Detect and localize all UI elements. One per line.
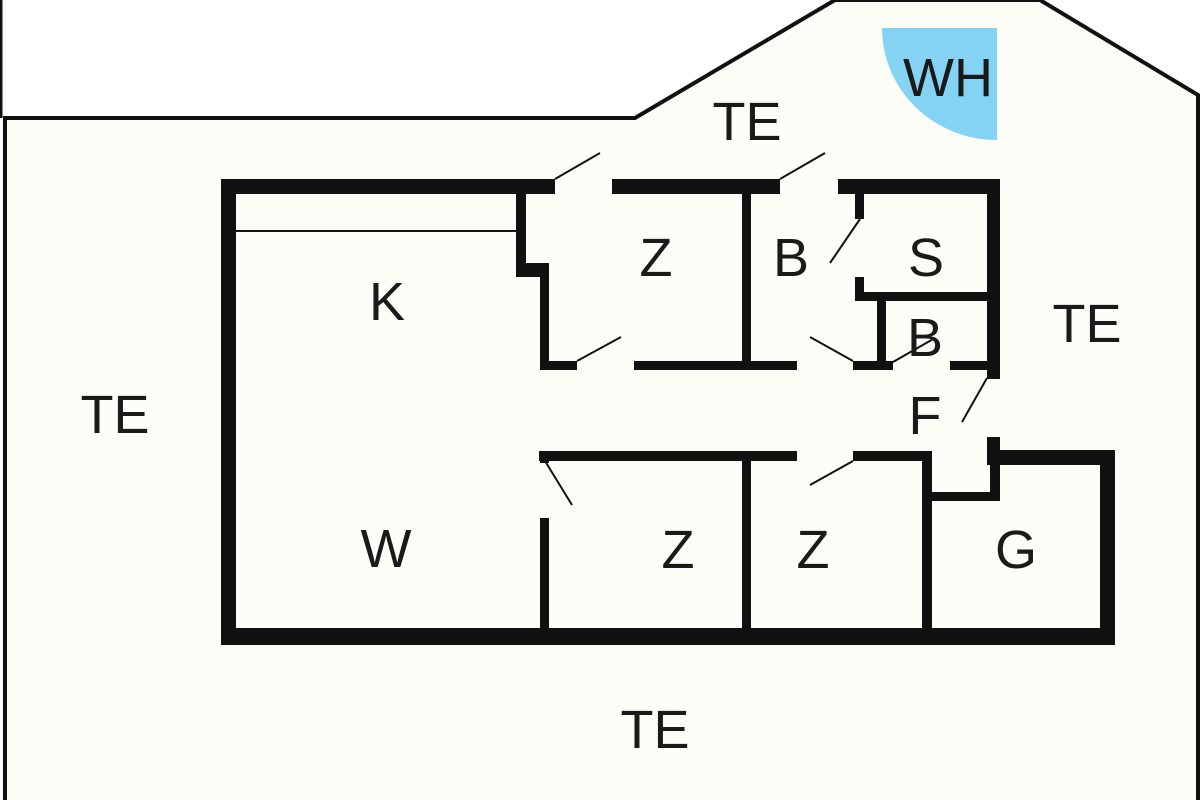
label-bathroom-small: B	[907, 308, 943, 368]
door	[892, 337, 936, 363]
wall	[221, 179, 236, 645]
wall	[221, 628, 1115, 645]
label-terrace-bottom: TE	[620, 700, 689, 760]
wall	[540, 451, 549, 463]
wall	[634, 361, 797, 370]
wall	[922, 492, 1000, 501]
wall	[877, 292, 886, 370]
wall	[838, 179, 1000, 194]
wall	[853, 361, 893, 370]
wall	[540, 518, 549, 629]
wall	[987, 179, 1000, 379]
label-bathroom-top: B	[773, 228, 809, 288]
wall	[516, 193, 526, 277]
whirlpool-area	[882, 28, 997, 140]
lot-boundary	[3, 0, 1200, 800]
wall	[742, 461, 751, 629]
label-terrace-right: TE	[1052, 294, 1121, 354]
label-terrace-top: TE	[712, 92, 781, 152]
wall	[221, 179, 555, 194]
door	[809, 460, 854, 486]
door	[554, 152, 601, 180]
door	[809, 336, 854, 362]
wall	[540, 361, 577, 370]
wall	[990, 456, 1000, 500]
door-swings	[544, 152, 988, 506]
wall	[1100, 450, 1115, 645]
wall	[855, 193, 864, 219]
label-bedroom-lower-right: Z	[797, 520, 830, 580]
label-bedroom-lower-left: Z	[662, 520, 695, 580]
wall	[742, 193, 751, 370]
label-bedroom-top: Z	[640, 228, 673, 288]
wall	[853, 451, 932, 461]
door	[829, 218, 861, 264]
label-kitchen: K	[369, 272, 405, 332]
label-garage: G	[995, 520, 1037, 580]
wall	[987, 450, 1115, 465]
wall	[922, 451, 932, 629]
label-whirlpool: WH	[903, 48, 993, 108]
door	[779, 152, 826, 180]
door	[961, 377, 988, 423]
wall	[855, 292, 990, 301]
label-terrace-left: TE	[80, 385, 149, 445]
door	[544, 460, 573, 506]
wall	[855, 277, 864, 300]
wall	[950, 361, 990, 370]
wall	[540, 263, 549, 370]
wall	[539, 451, 797, 461]
wall	[612, 179, 780, 194]
label-sauna: S	[908, 228, 944, 288]
label-living: W	[361, 519, 412, 579]
door	[576, 336, 622, 362]
walls	[221, 179, 1115, 645]
label-hallway: F	[909, 386, 942, 446]
